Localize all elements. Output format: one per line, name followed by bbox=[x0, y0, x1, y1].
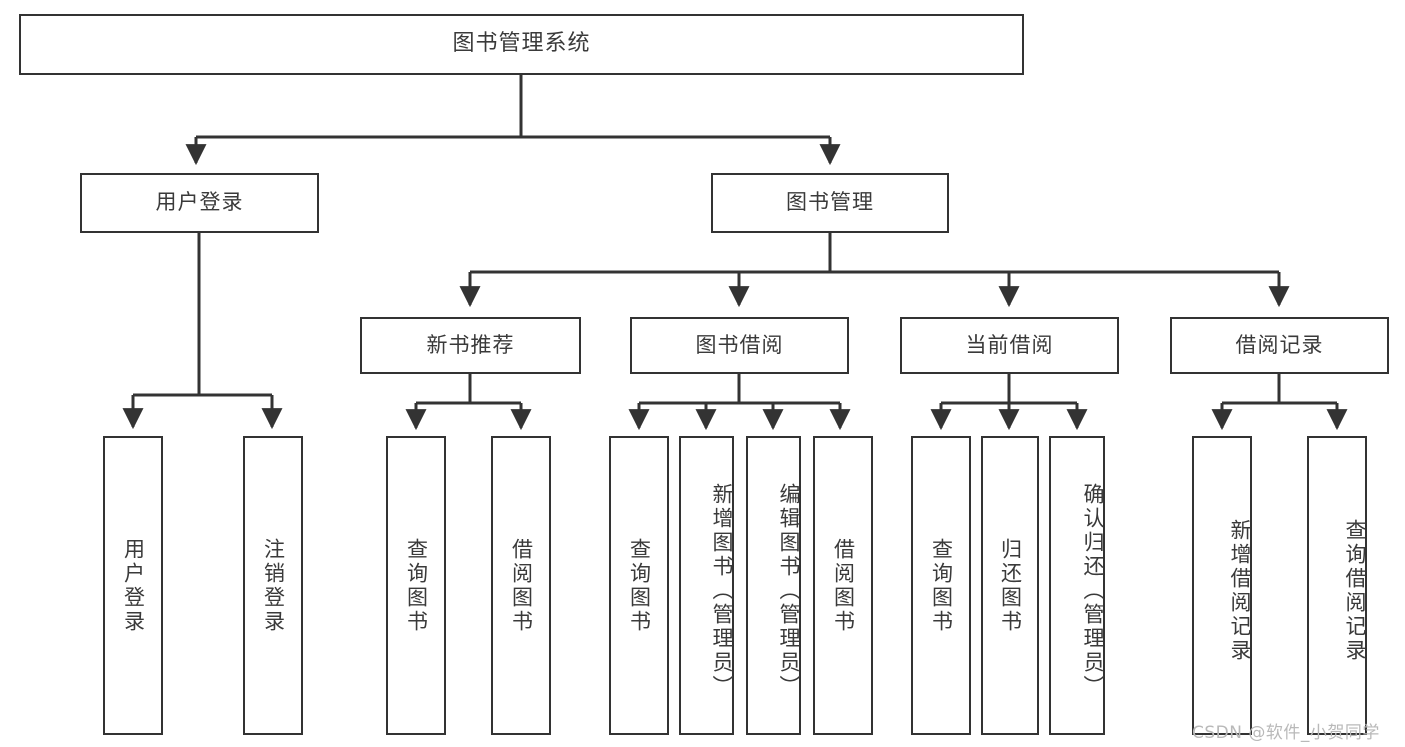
node-leaf-lend-book[interactable]: 借阅图书 bbox=[813, 436, 873, 735]
node-label: 借阅记录 bbox=[1235, 332, 1324, 357]
node-label: 借阅图书 bbox=[831, 537, 856, 634]
node-label: 查询图书 bbox=[404, 537, 429, 634]
node-current-borrow[interactable]: 当前借阅 bbox=[900, 317, 1119, 374]
node-label: 图书管理 bbox=[786, 190, 874, 215]
node-new-book-recommend[interactable]: 新书推荐 bbox=[360, 317, 581, 374]
node-label: 查询图书 bbox=[929, 537, 954, 634]
node-leaf-logout[interactable]: 注销登录 bbox=[243, 436, 303, 735]
node-leaf-query-borrow-record[interactable]: 查询借阅记录 bbox=[1307, 436, 1367, 735]
node-label: 用户登录 bbox=[155, 190, 244, 215]
node-label: 归还图书 bbox=[998, 537, 1023, 634]
node-label: 新书推荐 bbox=[426, 332, 515, 357]
node-leaf-query-book-recommend[interactable]: 查询图书 bbox=[386, 436, 446, 735]
node-leaf-add-borrow-record[interactable]: 新增借阅记录 bbox=[1192, 436, 1252, 735]
csdn-watermark: CSDN @软件_小贺同学 bbox=[1192, 723, 1380, 743]
node-leaf-confirm-return-admin[interactable]: 确认归还（管理员） bbox=[1049, 436, 1105, 735]
node-label: 确认归还（管理员） bbox=[1081, 482, 1105, 699]
node-label: 当前借阅 bbox=[965, 332, 1054, 357]
node-leaf-edit-book-admin[interactable]: 编辑图书（管理员） bbox=[746, 436, 801, 735]
node-label: 图书借阅 bbox=[695, 332, 784, 357]
node-label: 查询借阅记录 bbox=[1343, 518, 1367, 663]
node-leaf-query-book-borrow[interactable]: 查询图书 bbox=[609, 436, 669, 735]
node-label: 新增图书（管理员） bbox=[710, 482, 734, 699]
node-label: 查询图书 bbox=[627, 537, 652, 634]
node-leaf-query-book-current[interactable]: 查询图书 bbox=[911, 436, 971, 735]
node-leaf-user-login[interactable]: 用户登录 bbox=[103, 436, 163, 735]
node-borrow-record[interactable]: 借阅记录 bbox=[1170, 317, 1389, 374]
node-book-borrow[interactable]: 图书借阅 bbox=[630, 317, 849, 374]
node-user-login[interactable]: 用户登录 bbox=[80, 173, 319, 233]
node-root-book-management-system[interactable]: 图书管理系统 bbox=[19, 14, 1024, 75]
node-label: 用户登录 bbox=[121, 537, 146, 634]
node-leaf-add-book-admin[interactable]: 新增图书（管理员） bbox=[679, 436, 734, 735]
node-label: 注销登录 bbox=[261, 537, 286, 634]
node-label: 新增借阅记录 bbox=[1228, 518, 1252, 663]
node-leaf-return-book[interactable]: 归还图书 bbox=[981, 436, 1039, 735]
node-label: 借阅图书 bbox=[509, 537, 534, 634]
node-leaf-borrow-book-recommend[interactable]: 借阅图书 bbox=[491, 436, 551, 735]
node-label: 编辑图书（管理员） bbox=[777, 482, 801, 699]
node-book-management[interactable]: 图书管理 bbox=[711, 173, 949, 233]
node-label: 图书管理系统 bbox=[452, 31, 591, 57]
